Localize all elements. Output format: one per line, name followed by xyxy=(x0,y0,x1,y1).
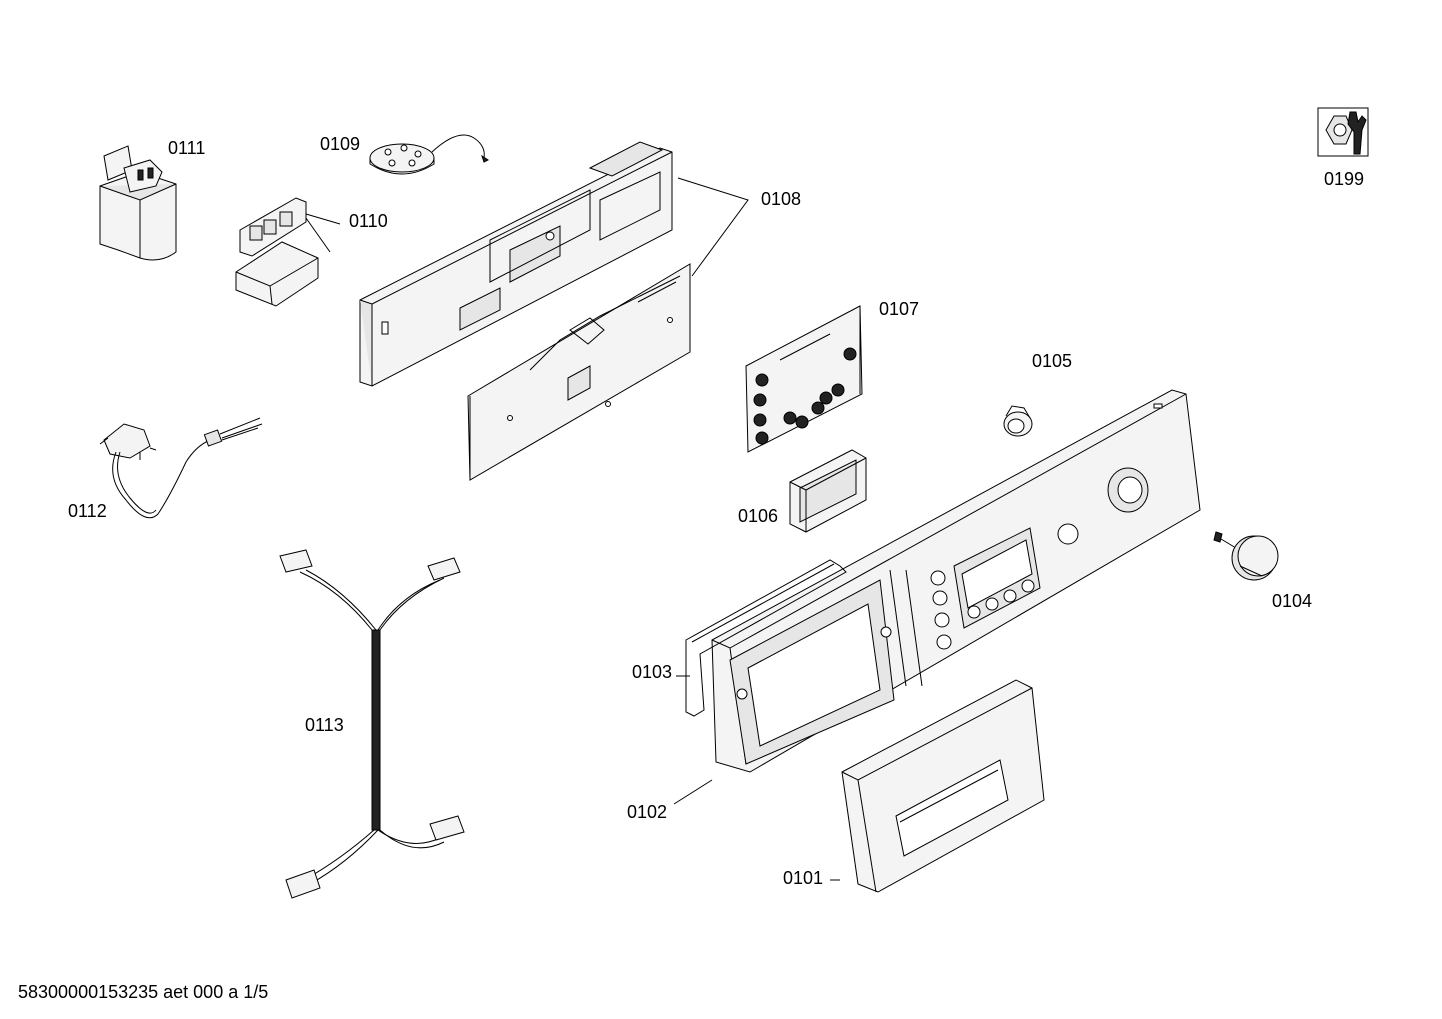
label-0106: 0106 xyxy=(738,506,779,526)
label-0102: 0102 xyxy=(627,802,668,822)
label-0110: 0110 xyxy=(349,211,388,231)
part-0111-suppressor xyxy=(99,145,177,261)
part-0103-seal xyxy=(676,559,847,717)
leader-0102 xyxy=(673,779,713,805)
part-0110-relay-module xyxy=(235,197,341,307)
label-0108: 0108 xyxy=(761,189,802,209)
label-0107: 0107 xyxy=(879,299,920,319)
part-0106-display-module xyxy=(789,449,867,533)
document-footer: 58300000153235 aet 000 a 1/5 xyxy=(18,982,269,1002)
part-0105-knob-bush xyxy=(1003,405,1033,437)
label-0105: 0105 xyxy=(1032,351,1073,371)
label-0109: 0109 xyxy=(320,134,361,154)
part-0102-fascia-panel xyxy=(711,389,1201,773)
label-0104: 0104 xyxy=(1272,591,1313,611)
part-0104-program-knob xyxy=(1213,531,1279,581)
part-0109-buzzer xyxy=(369,134,489,175)
part-0107-pcb xyxy=(745,305,863,453)
part-0113-wiring-harness xyxy=(279,549,465,899)
wrench-nut-icon xyxy=(1317,107,1369,157)
part-0101-drawer-handle xyxy=(830,679,1045,893)
part-0108-control-board xyxy=(467,263,691,481)
label-0111: 0111 xyxy=(168,138,206,158)
part-0112-mains-cable xyxy=(99,417,263,519)
label-0112: 0112 xyxy=(68,501,107,521)
label-0199: 0199 xyxy=(1324,169,1365,189)
leader-0108 xyxy=(677,177,749,277)
label-0101: 0101 xyxy=(783,868,824,888)
label-0103: 0103 xyxy=(632,662,673,682)
part-0108-electronics-housing xyxy=(359,141,673,387)
label-0113: 0113 xyxy=(305,715,344,735)
